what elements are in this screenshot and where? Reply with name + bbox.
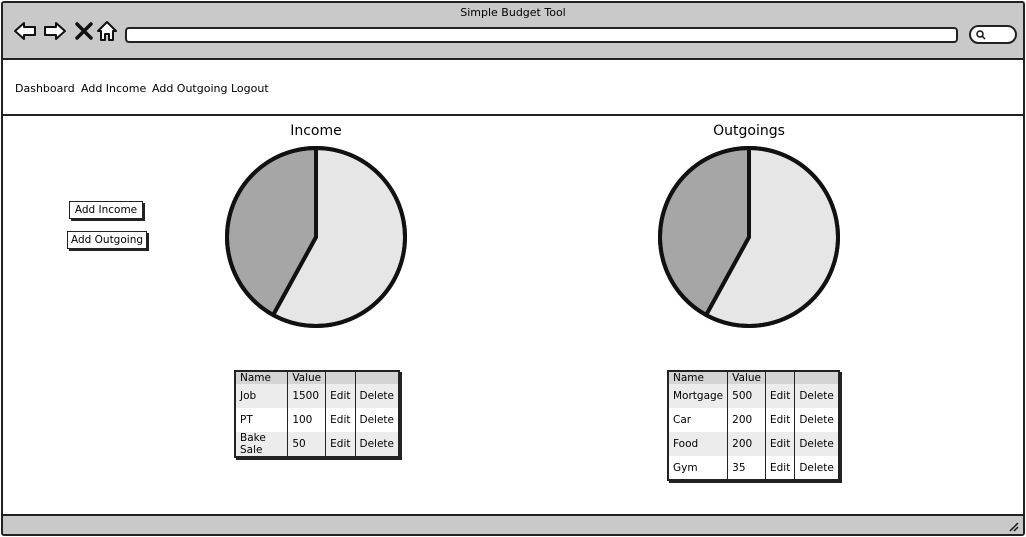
pie-outline [225,146,407,328]
edit-link[interactable]: Edit [765,432,796,456]
row-name: Food [668,432,729,456]
column-header-value: Value [727,371,766,384]
edit-link[interactable]: Edit [325,384,356,408]
row-name: PT [235,408,289,432]
row-value: 1500 [287,384,327,408]
row-value: 200 [727,432,766,456]
delete-link[interactable]: Delete [799,414,834,426]
pie-outline [658,146,840,328]
table-row: PT 100 Edit Delete [235,408,399,432]
row-name: Bake Sale [235,432,289,457]
column-header-edit [325,371,356,384]
table-row: Car 200 Edit Delete [668,408,839,432]
edit-link[interactable]: Edit [765,408,796,432]
delete-link[interactable]: Delete [794,432,839,456]
row-value: 50 [287,432,327,457]
menu-item-add-outgoing[interactable]: Add Outgoing [152,82,228,95]
outgoings-pie-chart [656,144,842,330]
outgoings-title: Outgoings [713,123,785,139]
outgoings-table: Name Value Mortgage 500 Edit Delete Car … [667,370,840,481]
search-input[interactable] [969,25,1017,44]
column-header-delete [355,371,399,384]
home-icon[interactable] [95,19,119,43]
back-arrow-icon[interactable] [13,19,37,43]
row-value: 200 [727,408,766,432]
status-bar [3,514,1023,534]
add-outgoing-button[interactable]: Add Outgoing [67,231,147,249]
address-bar[interactable] [125,27,958,43]
delete-link[interactable]: Delete [794,384,839,408]
search-icon [976,30,986,40]
resize-grip-icon[interactable] [1007,520,1019,532]
edit-link[interactable]: Edit [765,456,796,480]
table-row: Gym 35 Edit Delete [668,456,839,480]
menu-item-logout[interactable]: Logout [231,82,269,95]
delete-link[interactable]: Delete [355,384,399,408]
menu-item-dashboard[interactable]: Dashboard [15,82,75,95]
column-header-value: Value [287,371,327,384]
column-header-name: Name [668,371,729,384]
edit-link[interactable]: Edit [765,384,796,408]
row-value: 100 [287,408,327,432]
dashboard-content: Add Income Add Outgoing Income Name Valu… [3,116,1023,514]
row-name: Mortgage [668,384,729,408]
table-header-row: Name Value [235,371,399,384]
table-row: Food 200 Edit Delete [668,432,839,456]
add-income-button[interactable]: Add Income [69,201,143,219]
table-row: Bake Sale 50 Edit Delete [235,432,399,457]
close-icon[interactable] [72,19,96,43]
delete-link[interactable]: Delete [359,414,395,426]
forward-arrow-icon[interactable] [43,19,67,43]
menu-item-add-income[interactable]: Add Income [81,82,147,95]
table-row: Job 1500 Edit Delete [235,384,399,408]
income-pie-chart [223,144,409,330]
delete-link[interactable]: Delete [799,461,834,474]
window-title: Simple Budget Tool [460,6,566,19]
table-header-row: Name Value [668,371,839,384]
column-header-name: Name [235,371,289,384]
edit-link[interactable]: Edit [325,408,356,432]
row-value: 35 [727,456,766,480]
row-name: Car [668,408,729,432]
column-header-delete [794,371,839,384]
row-value: 500 [727,384,766,408]
income-title: Income [290,123,342,139]
row-name: Job [235,384,289,408]
table-row: Mortgage 500 Edit Delete [668,384,839,408]
top-menu: Dashboard Add Income Add Outgoing Logout [3,60,1023,116]
income-table: Name Value Job 1500 Edit Delete PT 100 E… [234,370,400,458]
browser-chrome: Simple Budget Tool [3,3,1023,60]
column-header-edit [765,371,796,384]
edit-link[interactable]: Edit [325,432,356,457]
row-name: Gym [668,456,729,480]
delete-link[interactable]: Delete [355,432,399,457]
